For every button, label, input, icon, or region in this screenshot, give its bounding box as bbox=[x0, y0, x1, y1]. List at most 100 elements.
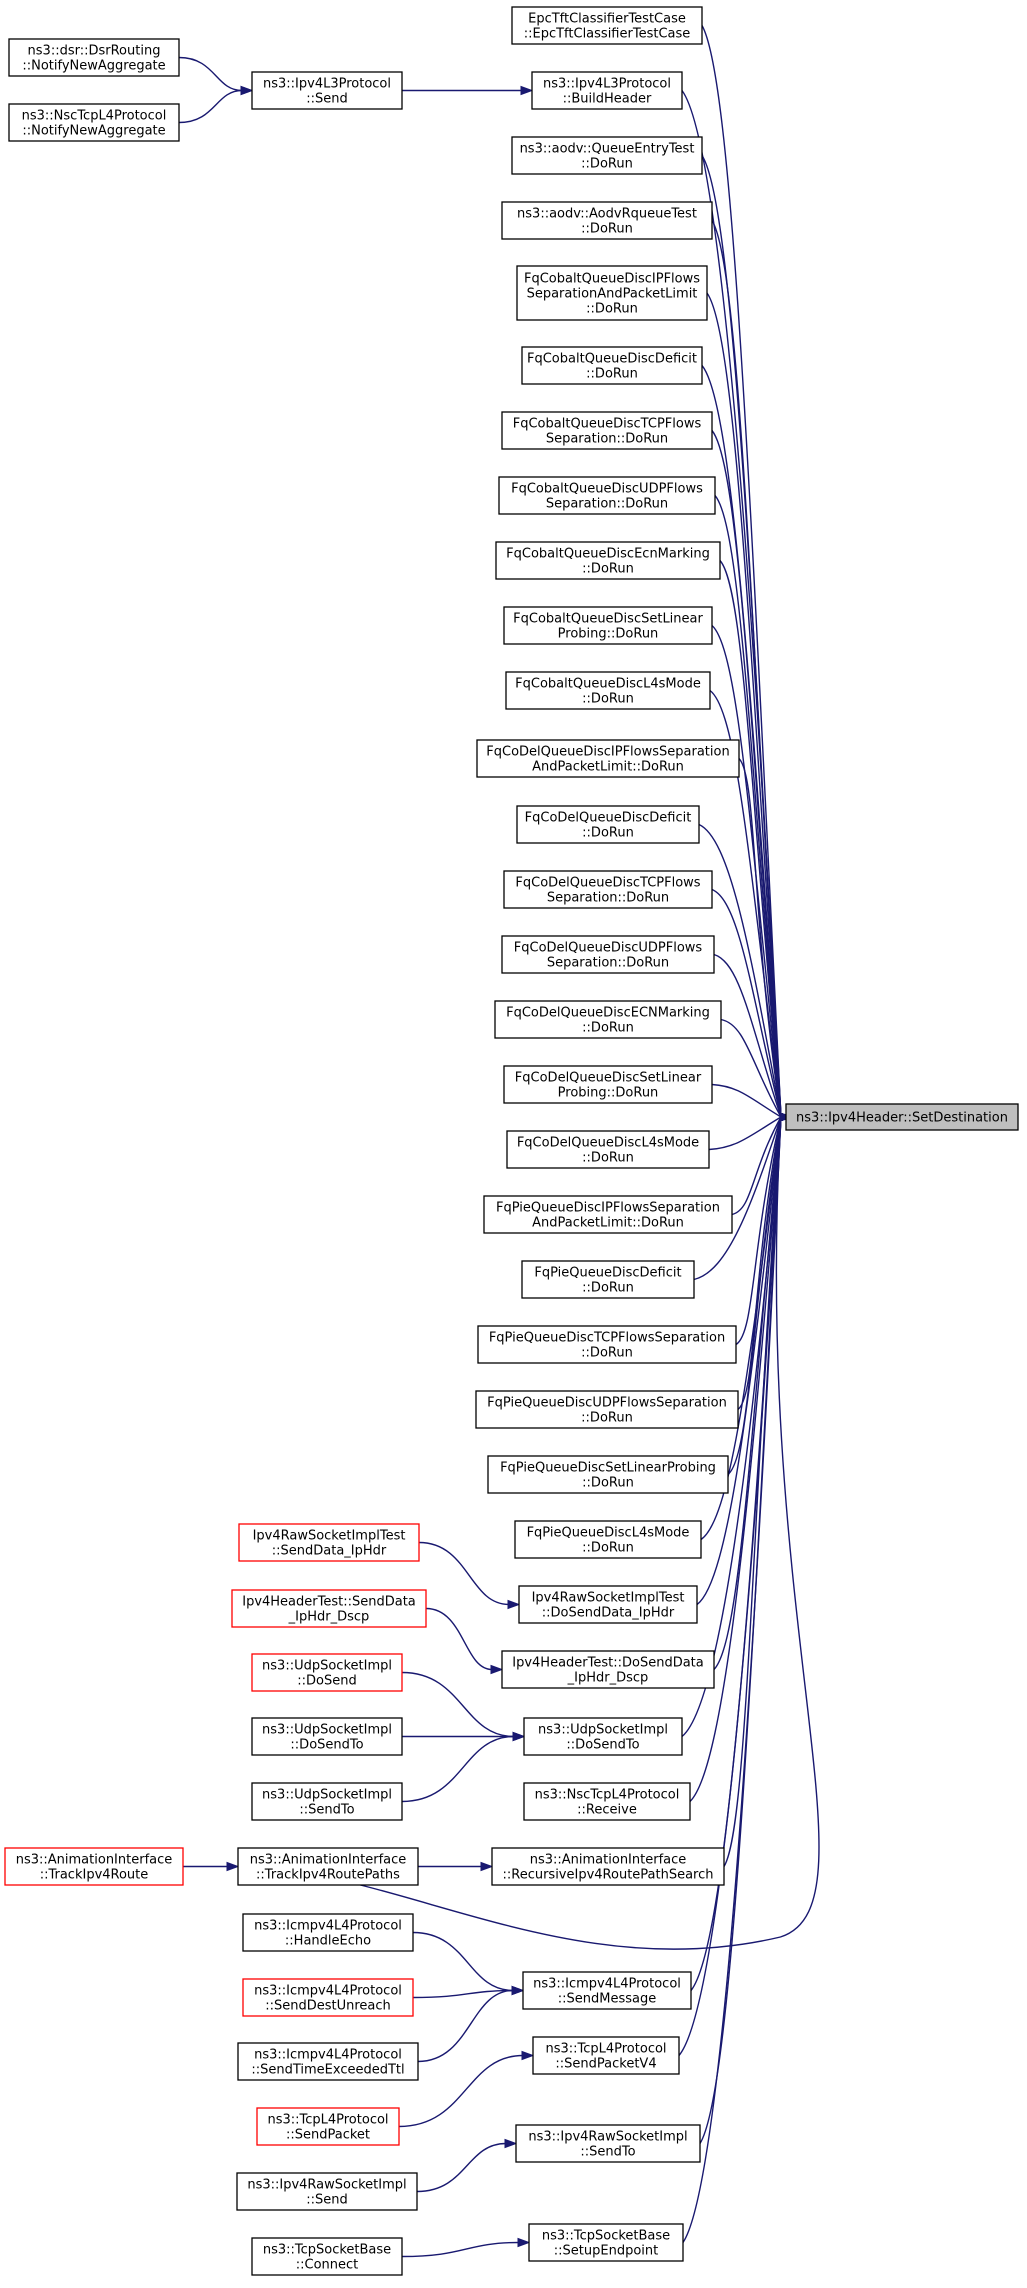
node-fqpiequeuediscsetlinearprobing-dorun[interactable]: FqPieQueueDiscSetLinearProbing::DoRun bbox=[487, 1455, 729, 1494]
node-label-line: _IpHdr_Dscp bbox=[288, 1610, 370, 1625]
node-label-line: ns3::TcpSocketBase bbox=[542, 2229, 670, 2244]
node-label-line: ::SendTimeExceededTtl bbox=[251, 2063, 404, 2078]
node-label-line: Separation::DoRun bbox=[547, 956, 669, 971]
node-label-line: EpcTftClassifierTestCase bbox=[528, 12, 686, 27]
node-fqpiequeuedisctcpflowsseparation-dorun[interactable]: FqPieQueueDiscTCPFlowsSeparation::DoRun bbox=[477, 1325, 737, 1364]
node-label-line: ::DoSendTo bbox=[290, 1738, 363, 1753]
node-label-line: _IpHdr_Dscp bbox=[567, 1671, 649, 1686]
node-label-line: ::SendTo bbox=[580, 2145, 635, 2160]
node-label-line: ::SendDestUnreach bbox=[265, 1999, 391, 2014]
node-fqcobaltqueuediscl4smode-dorun[interactable]: FqCobaltQueueDiscL4sMode::DoRun bbox=[505, 671, 711, 710]
node-label-line: ::TrackIpv4RoutePaths bbox=[256, 1868, 400, 1883]
node-box bbox=[498, 476, 716, 515]
edge-arrowhead bbox=[240, 85, 254, 96]
node-ns3-udpsocketimpl-dosendto[interactable]: ns3::UdpSocketImpl::DoSendTo bbox=[251, 1717, 403, 1756]
node-box bbox=[8, 103, 180, 142]
node-ns3-udpsocketimpl-dosend[interactable]: ns3::UdpSocketImpl::DoSend bbox=[251, 1653, 403, 1692]
node-ns3-tcpsocketbase-setupendpoint[interactable]: ns3::TcpSocketBase::SetupEndpoint bbox=[528, 2223, 684, 2262]
node-box bbox=[523, 1782, 691, 1821]
node-label-line: ns3::aodv::AodvRqueueTest bbox=[517, 207, 697, 222]
node-label-line: ::SendData_IpHdr bbox=[272, 1544, 387, 1559]
node-label-line: FqCobaltQueueDiscL4sMode bbox=[515, 677, 701, 692]
node-fqcobaltqueuediscdeficit-dorun[interactable]: FqCobaltQueueDiscDeficit::DoRun bbox=[521, 346, 703, 385]
node-label-line: ::DoRun bbox=[582, 1541, 634, 1556]
node-ns3-udpsocketimpl-sendto[interactable]: ns3::UdpSocketImpl::SendTo bbox=[251, 1782, 403, 1821]
edge-n44-to-n31 bbox=[412, 1931, 514, 1992]
node-label-line: ns3::Ipv4L3Protocol bbox=[543, 77, 671, 92]
node-label-line: ::SendPacket bbox=[286, 2128, 370, 2143]
node-fqpiequeuediscudpflowsseparation-dorun[interactable]: FqPieQueueDiscUDPFlowsSeparation::DoRun bbox=[475, 1390, 739, 1429]
node-label-line: ::SetupEndpoint bbox=[554, 2244, 658, 2259]
node-box bbox=[251, 2237, 403, 2276]
node-ns3-ipv4l3protocol-buildheader[interactable]: ns3::Ipv4L3Protocol::BuildHeader bbox=[531, 71, 683, 110]
edge-n40-to-n27 bbox=[401, 1671, 515, 1738]
node-label-line: ::Connect bbox=[296, 2258, 359, 2273]
node-ns3-ipv4rawsocketimpl-sendto[interactable]: ns3::Ipv4RawSocketImpl::SendTo bbox=[515, 2124, 701, 2163]
node-fqcodelqueuedisctcpflowsseparation-dorun[interactable]: FqCoDelQueueDiscTCPFlowsSeparation::DoRu… bbox=[503, 870, 713, 909]
node-label-line: ns3::AnimationInterface bbox=[250, 1853, 407, 1868]
node-ns3-tcpl4protocol-sendpacketv4[interactable]: ns3::TcpL4Protocol::SendPacketV4 bbox=[532, 2036, 680, 2075]
node-ns3-ipv4header-setdestination[interactable]: ns3::Ipv4Header::SetDestination bbox=[785, 1103, 1019, 1131]
node-ns3-ipv4rawsocketimpl-send[interactable]: ns3::Ipv4RawSocketImpl::Send bbox=[236, 2172, 418, 2211]
node-box bbox=[511, 136, 703, 175]
node-ns3-icmpv4l4protocol-senddestunreach[interactable]: ns3::Icmpv4L4Protocol::SendDestUnreach bbox=[242, 1978, 414, 2017]
edge-n27-to-root bbox=[681, 1116, 782, 1738]
node-box bbox=[494, 1000, 722, 1039]
node-label-line: Probing::DoRun bbox=[558, 627, 659, 642]
node-ipv4rawsocketimpltest-dosenddata-iphdr[interactable]: Ipv4RawSocketImplTest::DoSendData_IpHdr bbox=[518, 1585, 698, 1624]
node-ns3-icmpv4l4protocol-sendmessage[interactable]: ns3::Icmpv4L4Protocol::SendMessage bbox=[522, 1971, 692, 2010]
node-fqcodelqueuediscipflowsseparationandpacketlimit-dorun[interactable]: FqCoDelQueueDiscIPFlowsSeparationAndPack… bbox=[476, 739, 740, 778]
node-ipv4rawsocketimpltest-senddata-iphdr[interactable]: Ipv4RawSocketImplTest::SendData_IpHdr bbox=[238, 1523, 420, 1562]
node-label-line: ::Receive bbox=[577, 1803, 637, 1818]
edge-n12-to-root bbox=[738, 758, 782, 1118]
node-box bbox=[518, 1585, 698, 1624]
node-ns3-ipv4l3protocol-send[interactable]: ns3::Ipv4L3Protocol::Send bbox=[251, 71, 403, 110]
node-fqcodelqueuediscudpflowsseparation-dorun[interactable]: FqCoDelQueueDiscUDPFlowsSeparation::DoRu… bbox=[501, 935, 715, 974]
node-epctftclassifiertestcase-epctftclassifiertestcase[interactable]: EpcTftClassifierTestCase::EpcTftClassifi… bbox=[511, 6, 703, 45]
node-ipv4headertest-senddata-iphdr-dscp[interactable]: Ipv4HeaderTest::SendData_IpHdr_Dscp bbox=[231, 1589, 427, 1628]
node-ns3-animationinterface-trackipv4route[interactable]: ns3::AnimationInterface::TrackIpv4Route bbox=[4, 1847, 184, 1886]
node-fqcobaltqueuediscudpflowsseparation-dorun[interactable]: FqCobaltQueueDiscUDPFlowsSeparation::DoR… bbox=[498, 476, 716, 515]
node-ipv4headertest-dosenddata-iphdr-dscp[interactable]: Ipv4HeaderTest::DoSendData_IpHdr_Dscp bbox=[501, 1650, 715, 1689]
node-fqcobaltqueuediscecnmarking-dorun[interactable]: FqCobaltQueueDiscEcnMarking::DoRun bbox=[495, 541, 721, 580]
node-fqpiequeuediscipflowsseparationandpacketlimit-dorun[interactable]: FqPieQueueDiscIPFlowsSeparationAndPacket… bbox=[483, 1195, 733, 1234]
node-fqpiequeuediscl4smode-dorun[interactable]: FqPieQueueDiscL4sMode::DoRun bbox=[514, 1520, 702, 1559]
node-box bbox=[231, 1589, 427, 1628]
node-label-line: Ipv4HeaderTest::DoSendData bbox=[512, 1656, 704, 1671]
node-ns3-nsctcpl4protocol-notifynewaggregate[interactable]: ns3::NscTcpL4Protocol::NotifyNewAggregat… bbox=[8, 103, 180, 142]
edge-arrowhead bbox=[520, 85, 534, 96]
node-ns3-aodv-queueentrytest-dorun[interactable]: ns3::aodv::QueueEntryTest::DoRun bbox=[511, 136, 703, 175]
node-ns3-nsctcpl4protocol-receive[interactable]: ns3::NscTcpL4Protocol::Receive bbox=[523, 1782, 691, 1821]
edge-arrowhead bbox=[512, 1731, 526, 1742]
node-label-line: ::DoRun bbox=[582, 1476, 634, 1491]
node-fqcobaltqueuediscipflowsseparationandpacketlimit-dorun[interactable]: FqCobaltQueueDiscIPFlowsSeparationAndPac… bbox=[516, 265, 708, 321]
node-ns3-icmpv4l4protocol-handleecho[interactable]: ns3::Icmpv4L4Protocol::HandleEcho bbox=[242, 1913, 414, 1952]
node-label-line: ::RecursiveIpv4RoutePathSearch bbox=[502, 1868, 713, 1883]
node-ns3-udpsocketimpl-dosendto[interactable]: ns3::UdpSocketImpl::DoSendTo bbox=[523, 1717, 683, 1756]
node-ns3-tcpsocketbase-connect[interactable]: ns3::TcpSocketBase::Connect bbox=[251, 2237, 403, 2276]
node-box bbox=[503, 870, 713, 909]
node-fqcobaltqueuedisctcpflowsseparation-dorun[interactable]: FqCobaltQueueDiscTCPFlowsSeparation::DoR… bbox=[501, 411, 713, 450]
node-label-line: ::DoRun bbox=[582, 1151, 634, 1166]
node-ns3-animationinterface-trackipv4routepaths[interactable]: ns3::AnimationInterface::TrackIpv4RouteP… bbox=[237, 1847, 419, 1886]
node-ns3-icmpv4l4protocol-sendtimeexceededttl[interactable]: ns3::Icmpv4L4Protocol::SendTimeExceededT… bbox=[237, 2042, 419, 2081]
node-label-line: FqCoDelQueueDiscUDPFlows bbox=[514, 941, 703, 956]
node-label-line: ::DoRun bbox=[582, 692, 634, 707]
node-ns3-tcpl4protocol-sendpacket[interactable]: ns3::TcpL4Protocol::SendPacket bbox=[256, 2107, 400, 2146]
node-box bbox=[236, 2172, 418, 2211]
node-fqcodelqueuediscdeficit-dorun[interactable]: FqCoDelQueueDiscDeficit::DoRun bbox=[516, 805, 700, 844]
node-ns3-animationinterface-recursiveipv4routepathsearch[interactable]: ns3::AnimationInterface::RecursiveIpv4Ro… bbox=[491, 1847, 725, 1886]
node-fqpiequeuediscdeficit-dorun[interactable]: FqPieQueueDiscDeficit::DoRun bbox=[521, 1260, 695, 1299]
edge-n4-to-root bbox=[711, 220, 782, 1118]
node-ns3-dsr-dsrrouting-notifynewaggregate[interactable]: ns3::dsr::DsrRouting::NotifyNewAggregate bbox=[8, 38, 180, 77]
node-ns3-aodv-aodvrqueuetest-dorun[interactable]: ns3::aodv::AodvRqueueTest::DoRun bbox=[501, 201, 713, 240]
node-fqcodelqueuediscl4smode-dorun[interactable]: FqCoDelQueueDiscL4sMode::DoRun bbox=[506, 1130, 710, 1169]
node-label-line: ::BuildHeader bbox=[563, 92, 652, 107]
node-label-line: FqCoDelQueueDiscL4sMode bbox=[517, 1136, 699, 1151]
node-fqcodelqueuediscecnmarking-dorun[interactable]: FqCoDelQueueDiscECNMarking::DoRun bbox=[494, 1000, 722, 1039]
node-box bbox=[483, 1195, 733, 1234]
nodes-layer: ns3::Ipv4Header::SetDestination EpcTftCla… bbox=[4, 6, 1019, 2276]
